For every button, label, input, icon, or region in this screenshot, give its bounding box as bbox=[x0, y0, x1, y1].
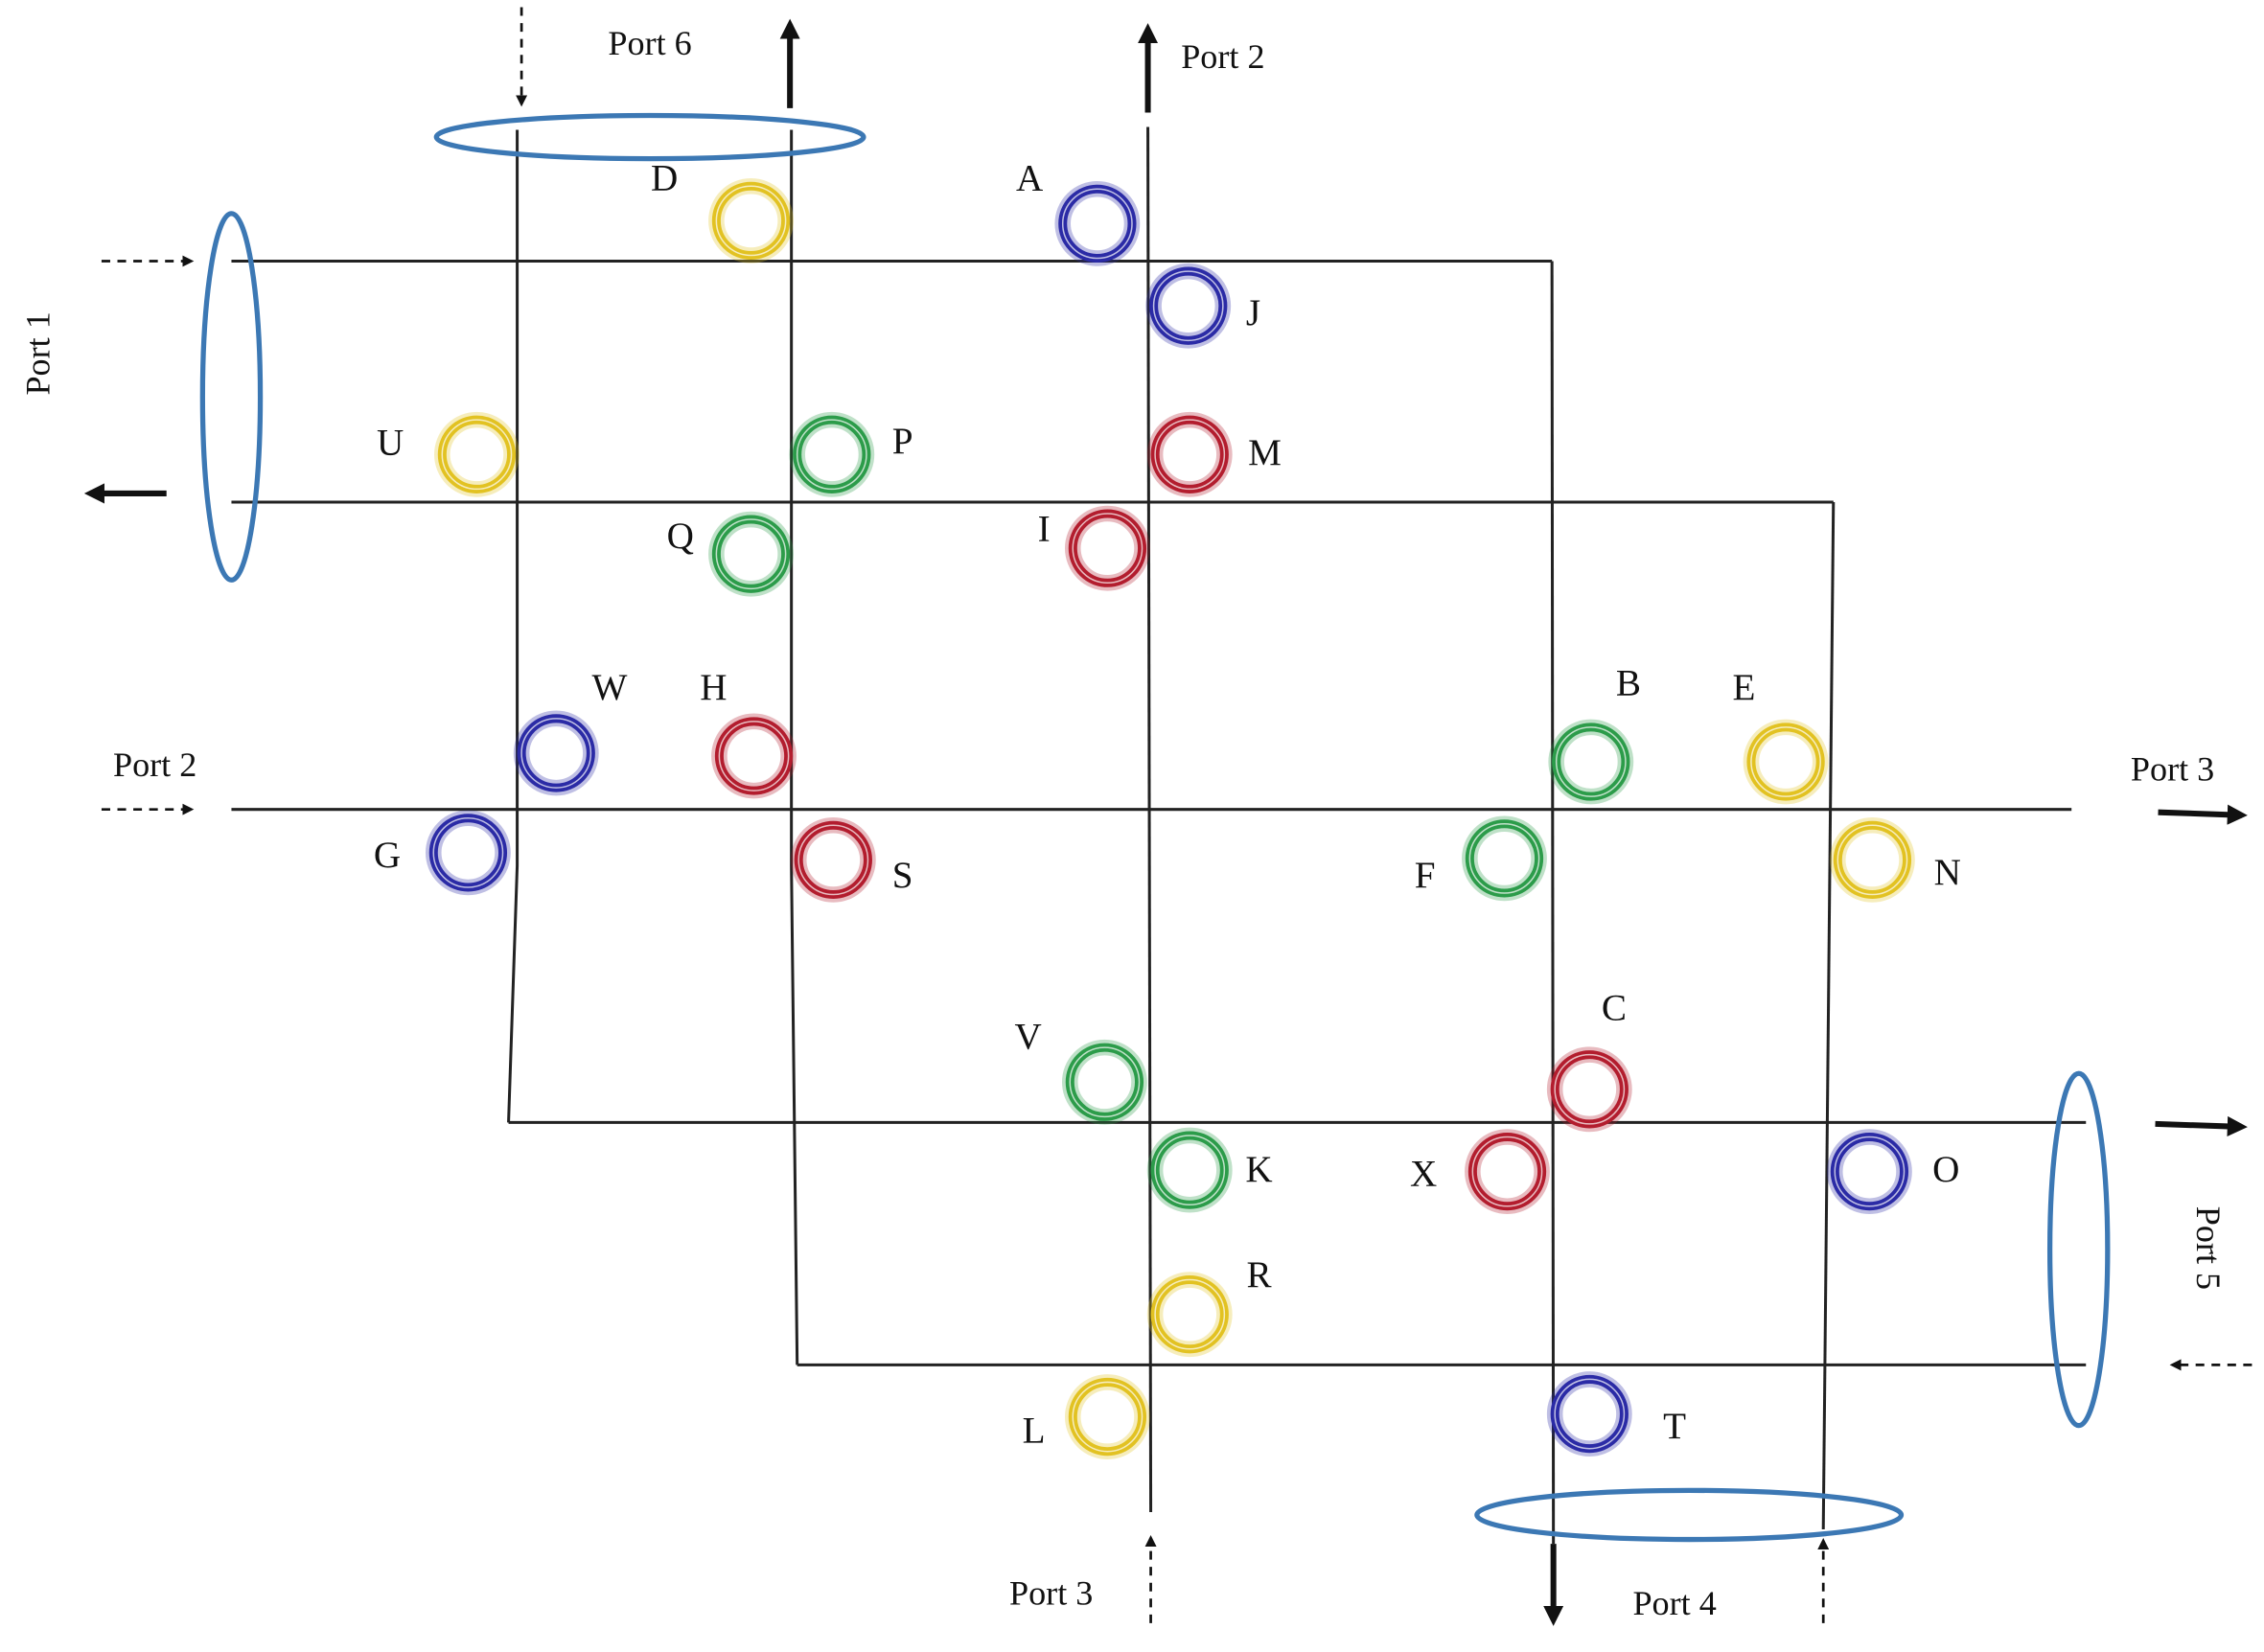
ring-label: X bbox=[1410, 1154, 1437, 1195]
ring-label: K bbox=[1245, 1149, 1272, 1190]
ring-highlight bbox=[1837, 824, 1908, 896]
ring-highlight bbox=[1471, 1136, 1543, 1207]
ring-highlight bbox=[1154, 419, 1226, 491]
ring-j: J bbox=[1145, 263, 1260, 349]
port3-right-output-arrow bbox=[2158, 804, 2248, 825]
coupler-port6 bbox=[433, 112, 866, 162]
port5-label: Port 5 bbox=[2189, 1206, 2228, 1290]
ring-e: E bbox=[1732, 667, 1829, 805]
ring-k: K bbox=[1146, 1127, 1273, 1213]
ring-x: X bbox=[1410, 1129, 1550, 1215]
ring-highlight bbox=[718, 721, 790, 792]
ring-t: T bbox=[1546, 1371, 1686, 1457]
ring-label: T bbox=[1663, 1406, 1686, 1447]
ring-highlight bbox=[1834, 1136, 1906, 1207]
waveguide-v2 bbox=[790, 129, 799, 1365]
ring-label: V bbox=[1014, 1017, 1041, 1058]
ring-f: F bbox=[1415, 815, 1547, 902]
port3-bottom-label: Port 3 bbox=[1009, 1573, 1093, 1612]
ring-p: P bbox=[789, 411, 913, 497]
ring-u: U bbox=[377, 411, 520, 497]
ring-label: H bbox=[700, 667, 727, 708]
waveguide-v3 bbox=[1146, 126, 1153, 1512]
port6-label: Port 6 bbox=[608, 24, 691, 62]
ring-s: S bbox=[790, 816, 913, 903]
ring-highlight bbox=[796, 419, 867, 491]
ring-label: B bbox=[1616, 663, 1641, 704]
ring-c: C bbox=[1546, 988, 1632, 1133]
ring-label: L bbox=[1023, 1411, 1046, 1452]
ring-a: A bbox=[1016, 158, 1141, 266]
coupler-port5 bbox=[2046, 1070, 2111, 1429]
coupler-port1 bbox=[199, 211, 264, 583]
port3-right-label: Port 3 bbox=[2131, 750, 2214, 789]
ring-r: R bbox=[1146, 1254, 1272, 1358]
ring-highlight bbox=[1154, 1278, 1226, 1350]
ring-b: B bbox=[1548, 663, 1641, 805]
ring-label: I bbox=[1038, 509, 1051, 550]
port4-label: Port 4 bbox=[1632, 1584, 1716, 1622]
ring-o: O bbox=[1826, 1129, 1959, 1215]
ring-l: L bbox=[1023, 1374, 1150, 1459]
ring-highlight bbox=[1554, 1053, 1626, 1125]
ring-label: D bbox=[651, 158, 678, 199]
ring-highlight bbox=[1750, 726, 1821, 797]
ring-label: G bbox=[374, 835, 401, 876]
ring-resonators: D A J U P M Q I W H G S B E F N V C K X O R L T bbox=[374, 158, 1961, 1459]
port5-output-arrow bbox=[2155, 1115, 2248, 1136]
ring-q: Q bbox=[667, 511, 794, 597]
ring-label: S bbox=[892, 855, 913, 896]
ring-n: N bbox=[1829, 816, 1961, 903]
port2-top-label: Port 2 bbox=[1181, 37, 1264, 76]
ring-highlight bbox=[520, 718, 592, 789]
ring-m: M bbox=[1146, 411, 1282, 497]
waveguide-v5 bbox=[1821, 501, 1836, 1530]
ring-g: G bbox=[374, 810, 511, 896]
ring-label: C bbox=[1602, 988, 1627, 1029]
ring-highlight bbox=[797, 824, 869, 896]
ring-label: M bbox=[1248, 432, 1282, 473]
couplers bbox=[199, 112, 2111, 1543]
ring-label: R bbox=[1246, 1254, 1272, 1296]
ring-label: N bbox=[1934, 852, 1961, 893]
ring-highlight bbox=[1072, 513, 1144, 585]
ring-v: V bbox=[1014, 1017, 1147, 1125]
ring-highlight bbox=[1069, 1046, 1141, 1118]
ring-highlight bbox=[441, 419, 513, 491]
ring-label: U bbox=[377, 422, 404, 463]
ring-label: A bbox=[1016, 158, 1043, 199]
port2-left-label: Port 2 bbox=[113, 746, 196, 784]
ring-label: P bbox=[892, 421, 913, 462]
waveguide-v1 bbox=[507, 129, 520, 1123]
ring-highlight bbox=[1072, 1381, 1144, 1453]
arrows bbox=[83, 7, 2252, 1626]
coupler-port4 bbox=[1474, 1487, 1905, 1543]
waveguides bbox=[231, 126, 2087, 1545]
ring-highlight bbox=[432, 816, 504, 888]
ring-d: D bbox=[651, 158, 794, 264]
ring-highlight bbox=[1554, 1378, 1626, 1450]
ring-label: J bbox=[1246, 292, 1260, 333]
ring-highlight bbox=[1468, 822, 1540, 894]
ring-highlight bbox=[1061, 188, 1133, 260]
ring-label: F bbox=[1415, 855, 1436, 896]
ring-highlight bbox=[1154, 1135, 1226, 1205]
port1-label: Port 1 bbox=[19, 311, 58, 395]
ring-highlight bbox=[715, 185, 787, 257]
ring-i: I bbox=[1038, 505, 1150, 591]
ring-label: W bbox=[591, 667, 627, 708]
ring-label: Q bbox=[667, 516, 694, 557]
ring-w: W bbox=[513, 667, 627, 796]
ring-label: O bbox=[1932, 1149, 1959, 1190]
ring-highlight bbox=[1555, 726, 1627, 797]
ring-label: E bbox=[1732, 667, 1755, 708]
waveguide-v4 bbox=[1550, 261, 1556, 1545]
ring-h: H bbox=[700, 667, 797, 799]
ring-highlight bbox=[715, 518, 787, 590]
ring-highlight bbox=[1152, 270, 1224, 342]
port-labels: Port 6 Port 2 Port 1 Port 2 Port 3 Port … bbox=[19, 24, 2228, 1622]
